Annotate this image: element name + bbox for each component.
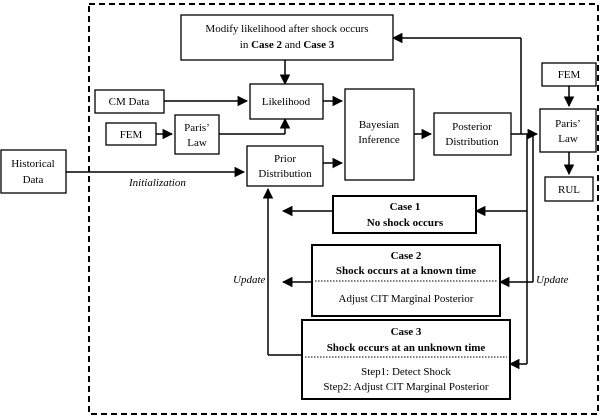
fem-left-box: FEM [105, 122, 157, 146]
posterior-line2: Distribution [445, 136, 499, 148]
fem-left-label: FEM [120, 129, 143, 141]
bayesian-line2: Inference [358, 134, 400, 146]
fem-right-label: FEM [558, 69, 581, 81]
likelihood-label: Likelihood [262, 96, 311, 108]
update-left-label: Update [233, 274, 266, 286]
likelihood-box: Likelihood [249, 83, 324, 120]
paris-right-line1: Paris’ [555, 118, 581, 130]
case2-step: Adjust CIT Marginal Posterior [339, 293, 474, 305]
historical-line1: Historical [11, 158, 54, 170]
case2-desc: Shock occurs at a known time [336, 265, 476, 277]
system-boundary [88, 3, 599, 415]
bayesian-line1: Bayesian [359, 119, 400, 131]
paris-right-line2: Law [558, 133, 578, 145]
update-right-label: Update [536, 274, 569, 286]
case1-desc: No shock occurs [367, 217, 444, 229]
posterior-distribution-box: Posterior Distribution [433, 112, 512, 156]
rul-box: RUL [544, 176, 594, 202]
case3-desc: Shock occurs at an unknown time [327, 342, 486, 354]
fem-right-box: FEM [541, 62, 597, 87]
cm-data-box: CM Data [94, 89, 165, 114]
case1-title: Case 1 [390, 201, 421, 213]
paris-law-left-box: Paris’ Law [174, 114, 220, 155]
paris-law-right-box: Paris’ Law [539, 108, 597, 153]
case3-step1: Step1: Detect Shock [361, 366, 451, 378]
prior-line2: Distribution [258, 168, 312, 180]
bayesian-inference-box: Bayesian Inference [344, 88, 415, 181]
case3-title: Case 3 [391, 326, 422, 338]
modify-line1: Modify likelihood after shock occurs [205, 23, 368, 35]
case2-box: Case 2 Shock occurs at a known time Adju… [311, 244, 501, 317]
posterior-line1: Posterior [452, 121, 492, 133]
case2-title: Case 2 [391, 250, 422, 262]
initialization-label: Initialization [128, 177, 186, 189]
cm-data-label: CM Data [109, 96, 150, 108]
prior-distribution-box: Prior Distribution [246, 145, 324, 187]
paris-left-line2: Law [187, 137, 207, 149]
historical-line2: Data [23, 174, 44, 186]
case3-box: Case 3 Shock occurs at an unknown time S… [301, 319, 511, 400]
connectors [66, 32, 575, 370]
case3-step2: Step2: Adjust CIT Marginal Posterior [323, 381, 489, 393]
case1-box: Case 1 No shock occurs [332, 195, 477, 234]
historical-data-box: Historical Data [0, 149, 67, 194]
rul-label: RUL [558, 184, 580, 196]
paris-left-line1: Paris’ [184, 122, 210, 134]
prior-line1: Prior [274, 153, 296, 165]
modify-line2: in Case 2 and Case 3 [240, 39, 335, 51]
modify-likelihood-box: Modify likelihood after shock occurs in … [180, 14, 394, 61]
